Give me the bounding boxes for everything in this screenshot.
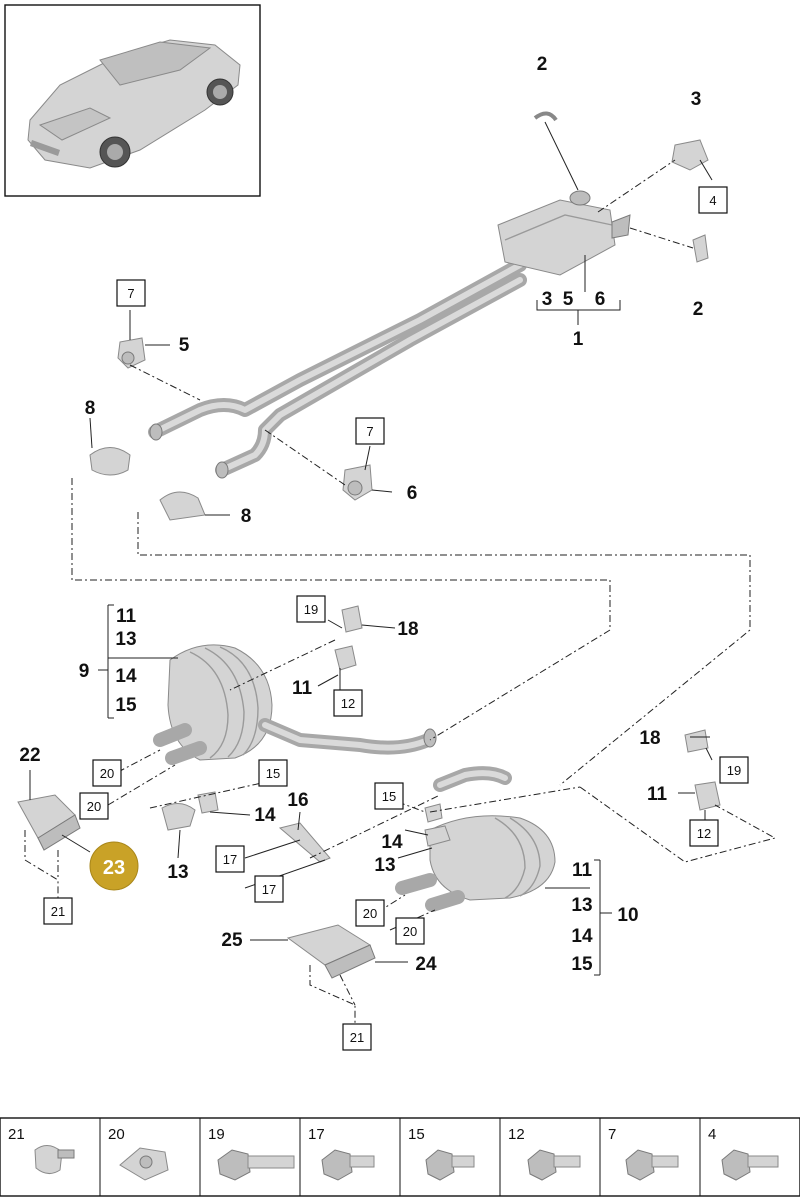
front-exhaust-pipes xyxy=(148,190,631,479)
callout-numbers: 1 2 2 3 3 5 6 5 6 8 8 9 10 11 13 14 15 1… xyxy=(19,54,703,975)
callout-13-group10: 13 xyxy=(571,895,592,916)
callout-6-mount: 6 xyxy=(407,483,418,504)
callout-2-top: 2 xyxy=(537,54,548,75)
callout-3-group: 3 xyxy=(542,289,553,310)
callout-2-right: 2 xyxy=(693,299,704,320)
hardware-cell-12: 12 xyxy=(508,1126,581,1181)
callout-9: 9 xyxy=(79,661,90,682)
callout-8-top: 8 xyxy=(85,398,96,419)
svg-text:17: 17 xyxy=(262,882,276,897)
callout-11-group10: 11 xyxy=(572,860,593,881)
hardware-cell-7: 7 xyxy=(608,1126,679,1181)
callout-3-top: 3 xyxy=(691,89,702,110)
svg-text:15: 15 xyxy=(382,789,396,804)
box-21-left: 21 xyxy=(43,897,73,925)
svg-text:7: 7 xyxy=(366,424,373,439)
svg-text:12: 12 xyxy=(341,696,355,711)
svg-text:7: 7 xyxy=(127,286,134,301)
tailpipe-trims xyxy=(17,794,376,979)
svg-text:4: 4 xyxy=(709,193,716,208)
svg-text:7: 7 xyxy=(608,1126,616,1143)
box-7-top: 7 xyxy=(116,279,146,307)
callout-15-group10: 15 xyxy=(571,954,593,975)
callout-18-right: 18 xyxy=(639,728,660,749)
callout-13-left: 13 xyxy=(167,862,188,883)
callout-14-group9: 14 xyxy=(115,666,137,687)
callout-16: 16 xyxy=(287,790,308,811)
box-17-a: 17 xyxy=(215,845,245,873)
callout-22: 22 xyxy=(19,745,40,766)
callout-5-group: 5 xyxy=(563,289,574,310)
box-15-right: 15 xyxy=(374,782,404,810)
leader-lines xyxy=(24,121,777,1025)
rear-right-muffler xyxy=(395,766,556,912)
svg-text:19: 19 xyxy=(208,1126,225,1143)
callout-14-group10: 14 xyxy=(571,926,593,947)
hardware-cell-19: 19 xyxy=(208,1126,295,1181)
svg-text:15: 15 xyxy=(266,766,280,781)
box-15-left: 15 xyxy=(258,759,288,787)
callout-23-highlight[interactable]: 23 xyxy=(89,841,139,891)
box-7-mid: 7 xyxy=(355,417,385,445)
box-21-bottom: 21 xyxy=(342,1023,372,1051)
callout-11-left: 11 xyxy=(292,678,313,699)
rear-left-muffler xyxy=(153,644,437,765)
svg-text:21: 21 xyxy=(51,904,65,919)
svg-text:12: 12 xyxy=(697,826,711,841)
box-20-b: 20 xyxy=(79,792,109,820)
hardware-cell-15: 15 xyxy=(408,1126,475,1181)
svg-text:20: 20 xyxy=(108,1126,125,1143)
svg-text:4: 4 xyxy=(708,1126,716,1143)
callout-6-group: 6 xyxy=(595,289,606,310)
svg-text:20: 20 xyxy=(87,799,101,814)
callout-13-group9: 13 xyxy=(115,629,136,650)
callout-13-right: 13 xyxy=(374,855,395,876)
svg-text:20: 20 xyxy=(100,766,114,781)
front-hardware xyxy=(89,111,709,521)
hardware-cell-21: 21 xyxy=(8,1126,75,1174)
svg-text:19: 19 xyxy=(304,602,318,617)
box-19-right: 19 xyxy=(719,756,749,784)
callout-15-group9: 15 xyxy=(115,695,137,716)
svg-text:12: 12 xyxy=(508,1126,525,1143)
box-4: 4 xyxy=(698,186,728,214)
callout-25: 25 xyxy=(221,930,243,951)
callout-8-lower: 8 xyxy=(241,506,252,527)
box-12-left: 12 xyxy=(333,689,363,717)
svg-text:20: 20 xyxy=(363,906,377,921)
box-17-b: 17 xyxy=(254,875,284,903)
svg-text:17: 17 xyxy=(223,852,237,867)
hardware-cell-17: 17 xyxy=(308,1126,375,1181)
callout-23: 23 xyxy=(103,857,125,879)
svg-text:17: 17 xyxy=(308,1126,325,1143)
callout-11-right: 11 xyxy=(647,784,668,805)
box-19-left: 19 xyxy=(296,595,326,623)
svg-text:21: 21 xyxy=(350,1030,364,1045)
box-20-c: 20 xyxy=(355,899,385,927)
callout-10: 10 xyxy=(617,905,638,926)
svg-text:20: 20 xyxy=(403,924,417,939)
svg-text:21: 21 xyxy=(8,1126,25,1143)
box-12-right: 12 xyxy=(689,819,719,847)
hardware-cell-4: 4 xyxy=(708,1126,779,1181)
svg-text:15: 15 xyxy=(408,1126,425,1143)
hardware-strip: 21 20 19 17 15 12 7 xyxy=(0,1117,800,1197)
svg-text:19: 19 xyxy=(727,763,741,778)
callout-14-left: 14 xyxy=(254,805,276,826)
boxed-callouts: 4 7 7 19 12 20 20 15 15 17 17 20 20 21 2… xyxy=(43,186,749,1051)
callout-11-group9: 11 xyxy=(116,606,137,627)
callout-14-right: 14 xyxy=(381,832,403,853)
callout-1: 1 xyxy=(573,329,584,350)
callout-18-left: 18 xyxy=(397,619,418,640)
box-20-a: 20 xyxy=(92,759,122,787)
vehicle-thumbnail xyxy=(4,4,261,197)
hardware-cell-20: 20 xyxy=(108,1126,169,1181)
rear-hardware xyxy=(161,605,721,863)
callout-24: 24 xyxy=(415,954,437,975)
box-20-d: 20 xyxy=(395,917,425,945)
callout-5-mount: 5 xyxy=(179,335,190,356)
